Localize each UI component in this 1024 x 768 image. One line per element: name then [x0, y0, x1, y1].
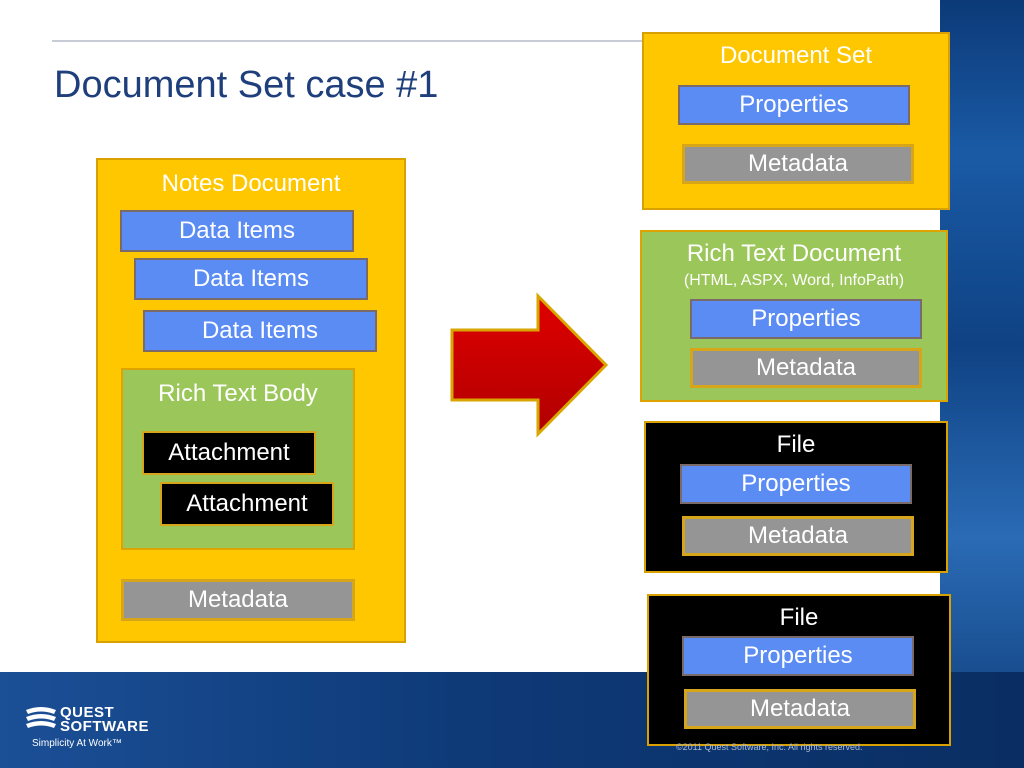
- metadata-box: Metadata: [684, 689, 916, 729]
- attachment-box: Attachment: [160, 482, 334, 526]
- title-divider: [52, 40, 932, 42]
- properties-box: Properties: [680, 464, 912, 504]
- right-arrow-icon: [450, 292, 609, 438]
- data-items-box: Data Items: [134, 258, 368, 300]
- background-stripe: [940, 0, 1024, 768]
- rich-text-body-title: Rich Text Body: [158, 380, 318, 407]
- logo-tagline: Simplicity At Work™: [32, 738, 122, 749]
- copyright-text: ©2011 Quest Software, Inc. All rights re…: [676, 742, 863, 752]
- metadata-box: Metadata: [682, 144, 914, 184]
- slide-title: Document Set case #1: [54, 64, 439, 106]
- metadata-box: Metadata: [690, 348, 922, 388]
- logo-text-line1: QUEST: [60, 704, 115, 721]
- rich-text-document-subtitle: (HTML, ASPX, Word, InfoPath): [683, 272, 905, 289]
- rich-text-document-title: Rich Text Document: [686, 240, 902, 267]
- properties-box: Properties: [690, 299, 922, 339]
- logo-text-line2: SOFTWARE: [60, 718, 149, 735]
- attachment-box: Attachment: [142, 431, 316, 475]
- data-items-box: Data Items: [120, 210, 354, 252]
- file-title: File: [779, 604, 819, 631]
- file-title: File: [776, 431, 816, 458]
- metadata-box: Metadata: [682, 516, 914, 556]
- properties-box: Properties: [678, 85, 910, 125]
- data-items-box: Data Items: [143, 310, 377, 352]
- metadata-box: Metadata: [121, 579, 355, 621]
- document-set-title: Document Set: [719, 42, 873, 69]
- notes-document-title: Notes Document: [161, 170, 341, 197]
- quest-logo-icon: [26, 707, 56, 728]
- properties-box: Properties: [682, 636, 914, 676]
